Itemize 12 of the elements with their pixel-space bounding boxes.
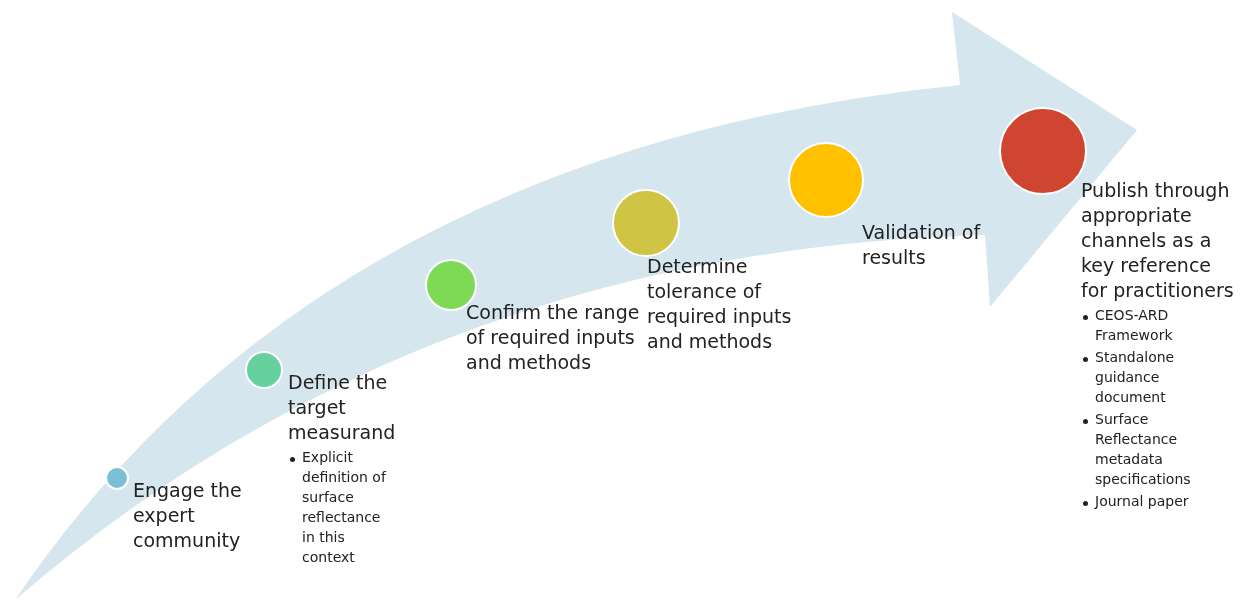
bullet-item: CEOS-ARD Framework [1095, 306, 1174, 345]
step-label: Engage the expert community [133, 478, 243, 553]
step-label: Validation of results [862, 220, 982, 270]
step-label: Determine tolerance of required inputs and methods [647, 254, 793, 354]
step-label: Confirm the range of required inputs and methods [466, 300, 641, 375]
step-label: Publish through appropriate channels as a key reference for practitioners [1081, 178, 1235, 303]
bullet-item: Standalone guidance document [1095, 348, 1176, 407]
bullet-item: Surface Reflectance metadata specifications [1095, 410, 1192, 489]
bullet-item: Explicit definition of surface reflectance in this context [302, 448, 388, 567]
step-label: Define the target measurand [288, 370, 397, 445]
bullet-item: Journal paper [1095, 492, 1190, 511]
step-circle [105, 466, 129, 490]
